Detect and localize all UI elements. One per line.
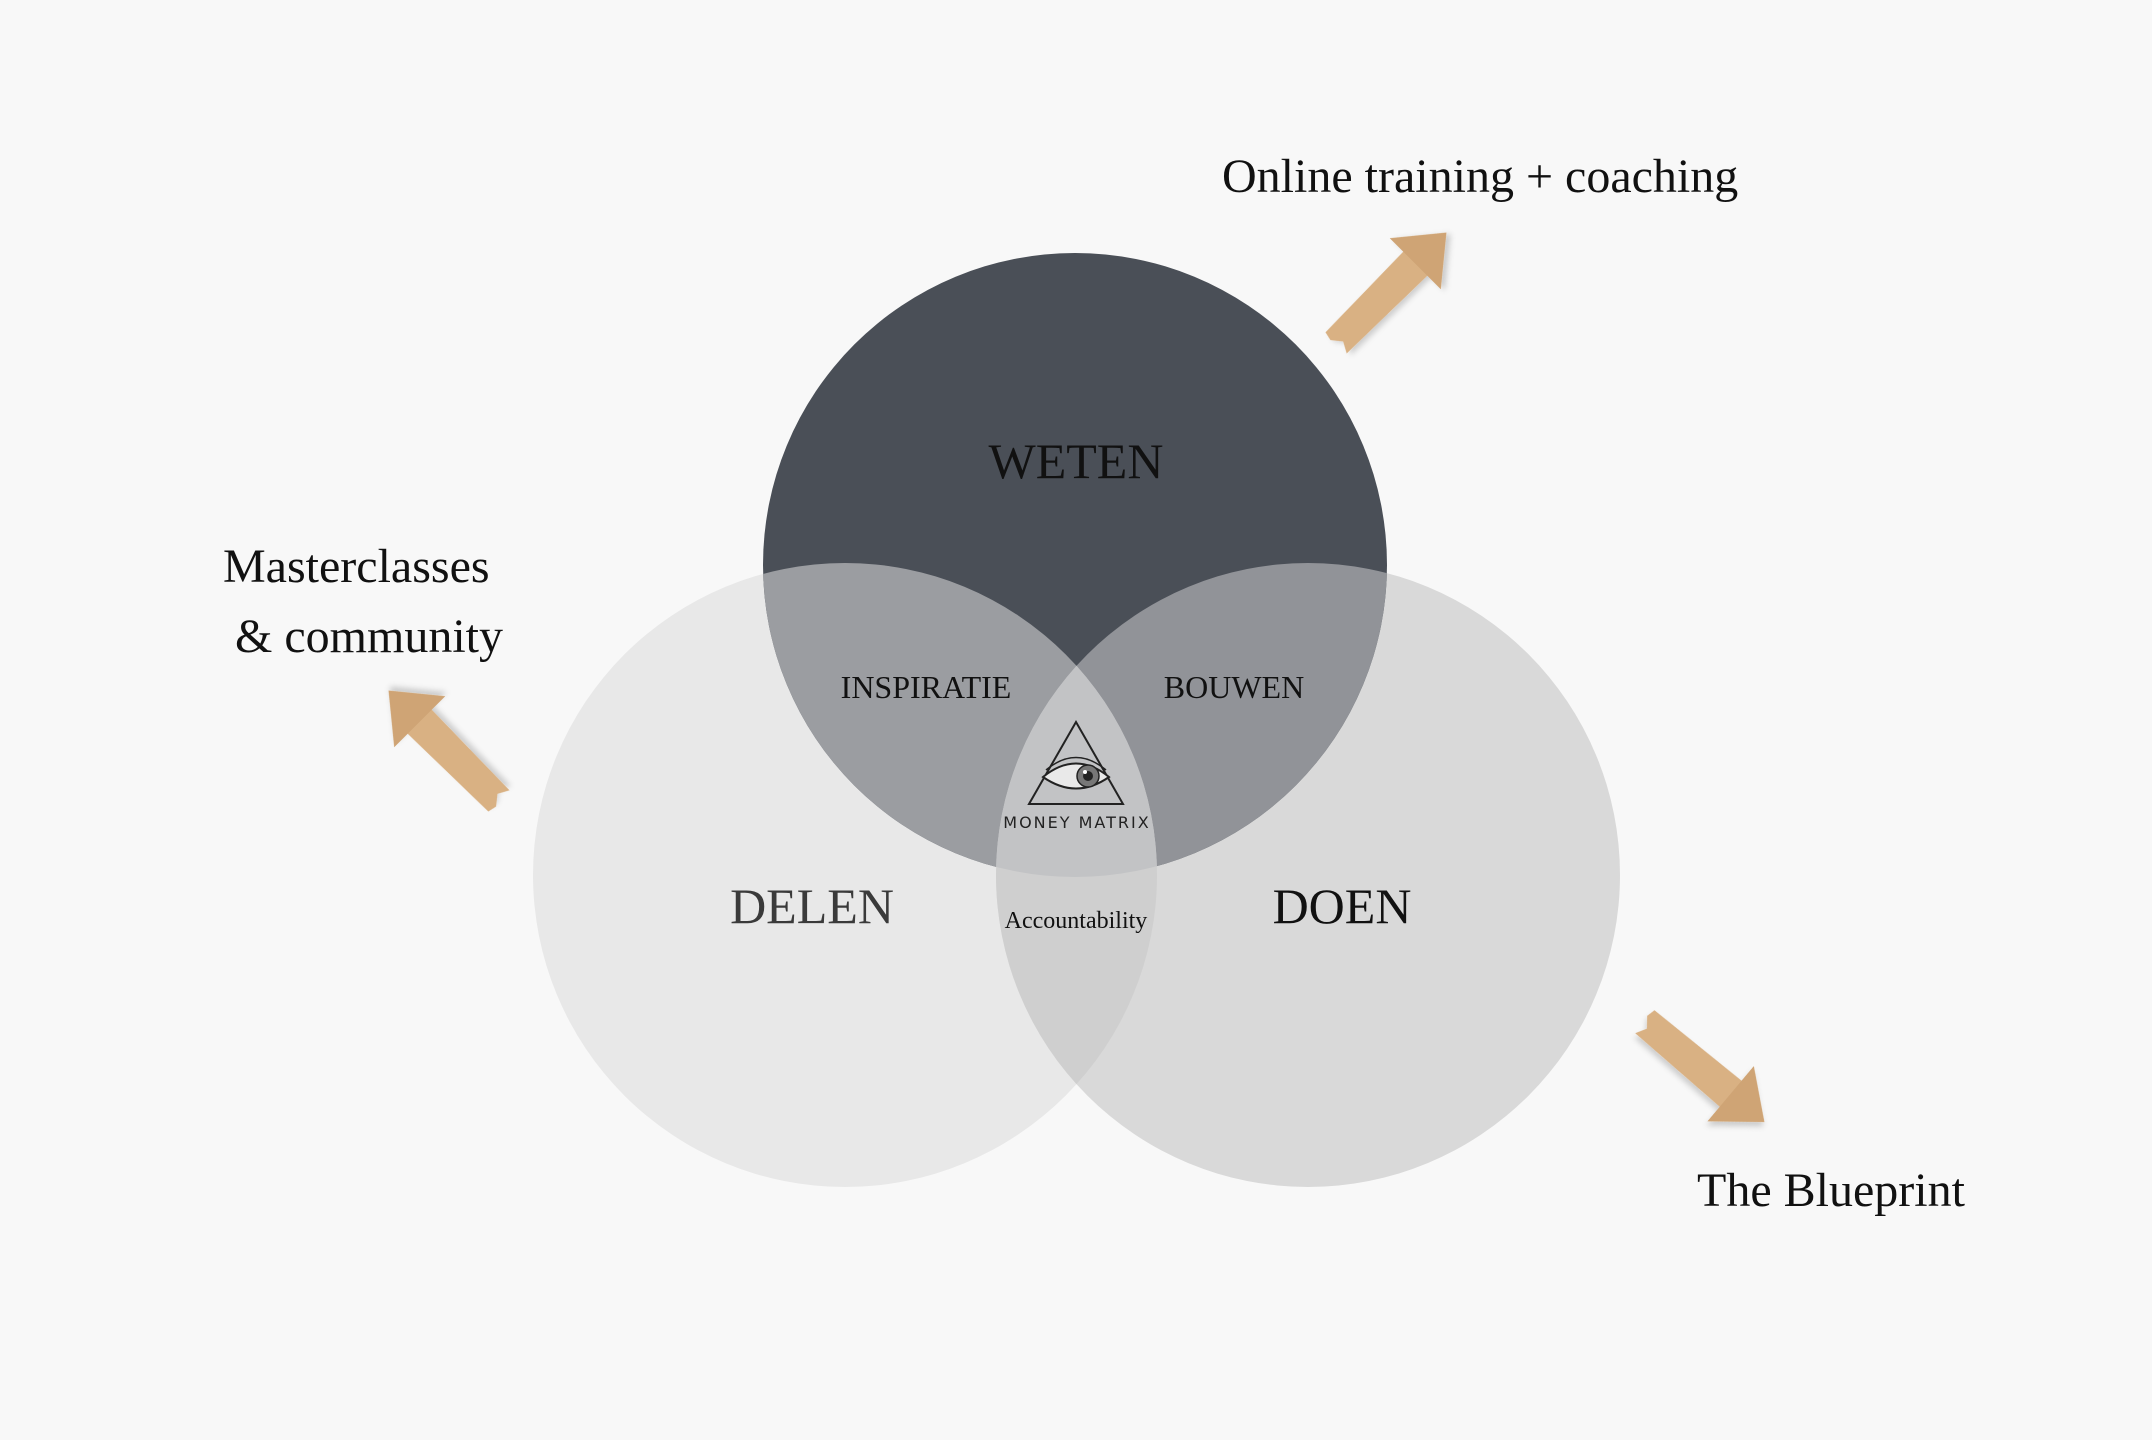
paper-arrow-icon xyxy=(1325,232,1447,354)
label-inspiratie: INSPIRATIE xyxy=(841,669,1012,705)
label-doen: DOEN xyxy=(1273,878,1412,934)
label-delen: DELEN xyxy=(730,878,894,934)
offering-online-training: Online training + coaching xyxy=(1222,150,1738,203)
logo-text: MONEY MATRIX xyxy=(1003,813,1150,832)
offering-masterclasses-line2: & community xyxy=(223,610,503,663)
paper-arrow-icon xyxy=(388,690,510,812)
offering-masterclasses-line1: Masterclasses xyxy=(223,540,490,593)
label-bouwen: BOUWEN xyxy=(1164,669,1304,705)
eye-triangle-icon xyxy=(1027,719,1125,805)
label-accountability: Accountability xyxy=(1005,908,1148,934)
paper-arrow-icon xyxy=(1635,1010,1765,1122)
label-weten: WETEN xyxy=(989,433,1164,489)
offering-blueprint: The Blueprint xyxy=(1697,1164,1966,1217)
